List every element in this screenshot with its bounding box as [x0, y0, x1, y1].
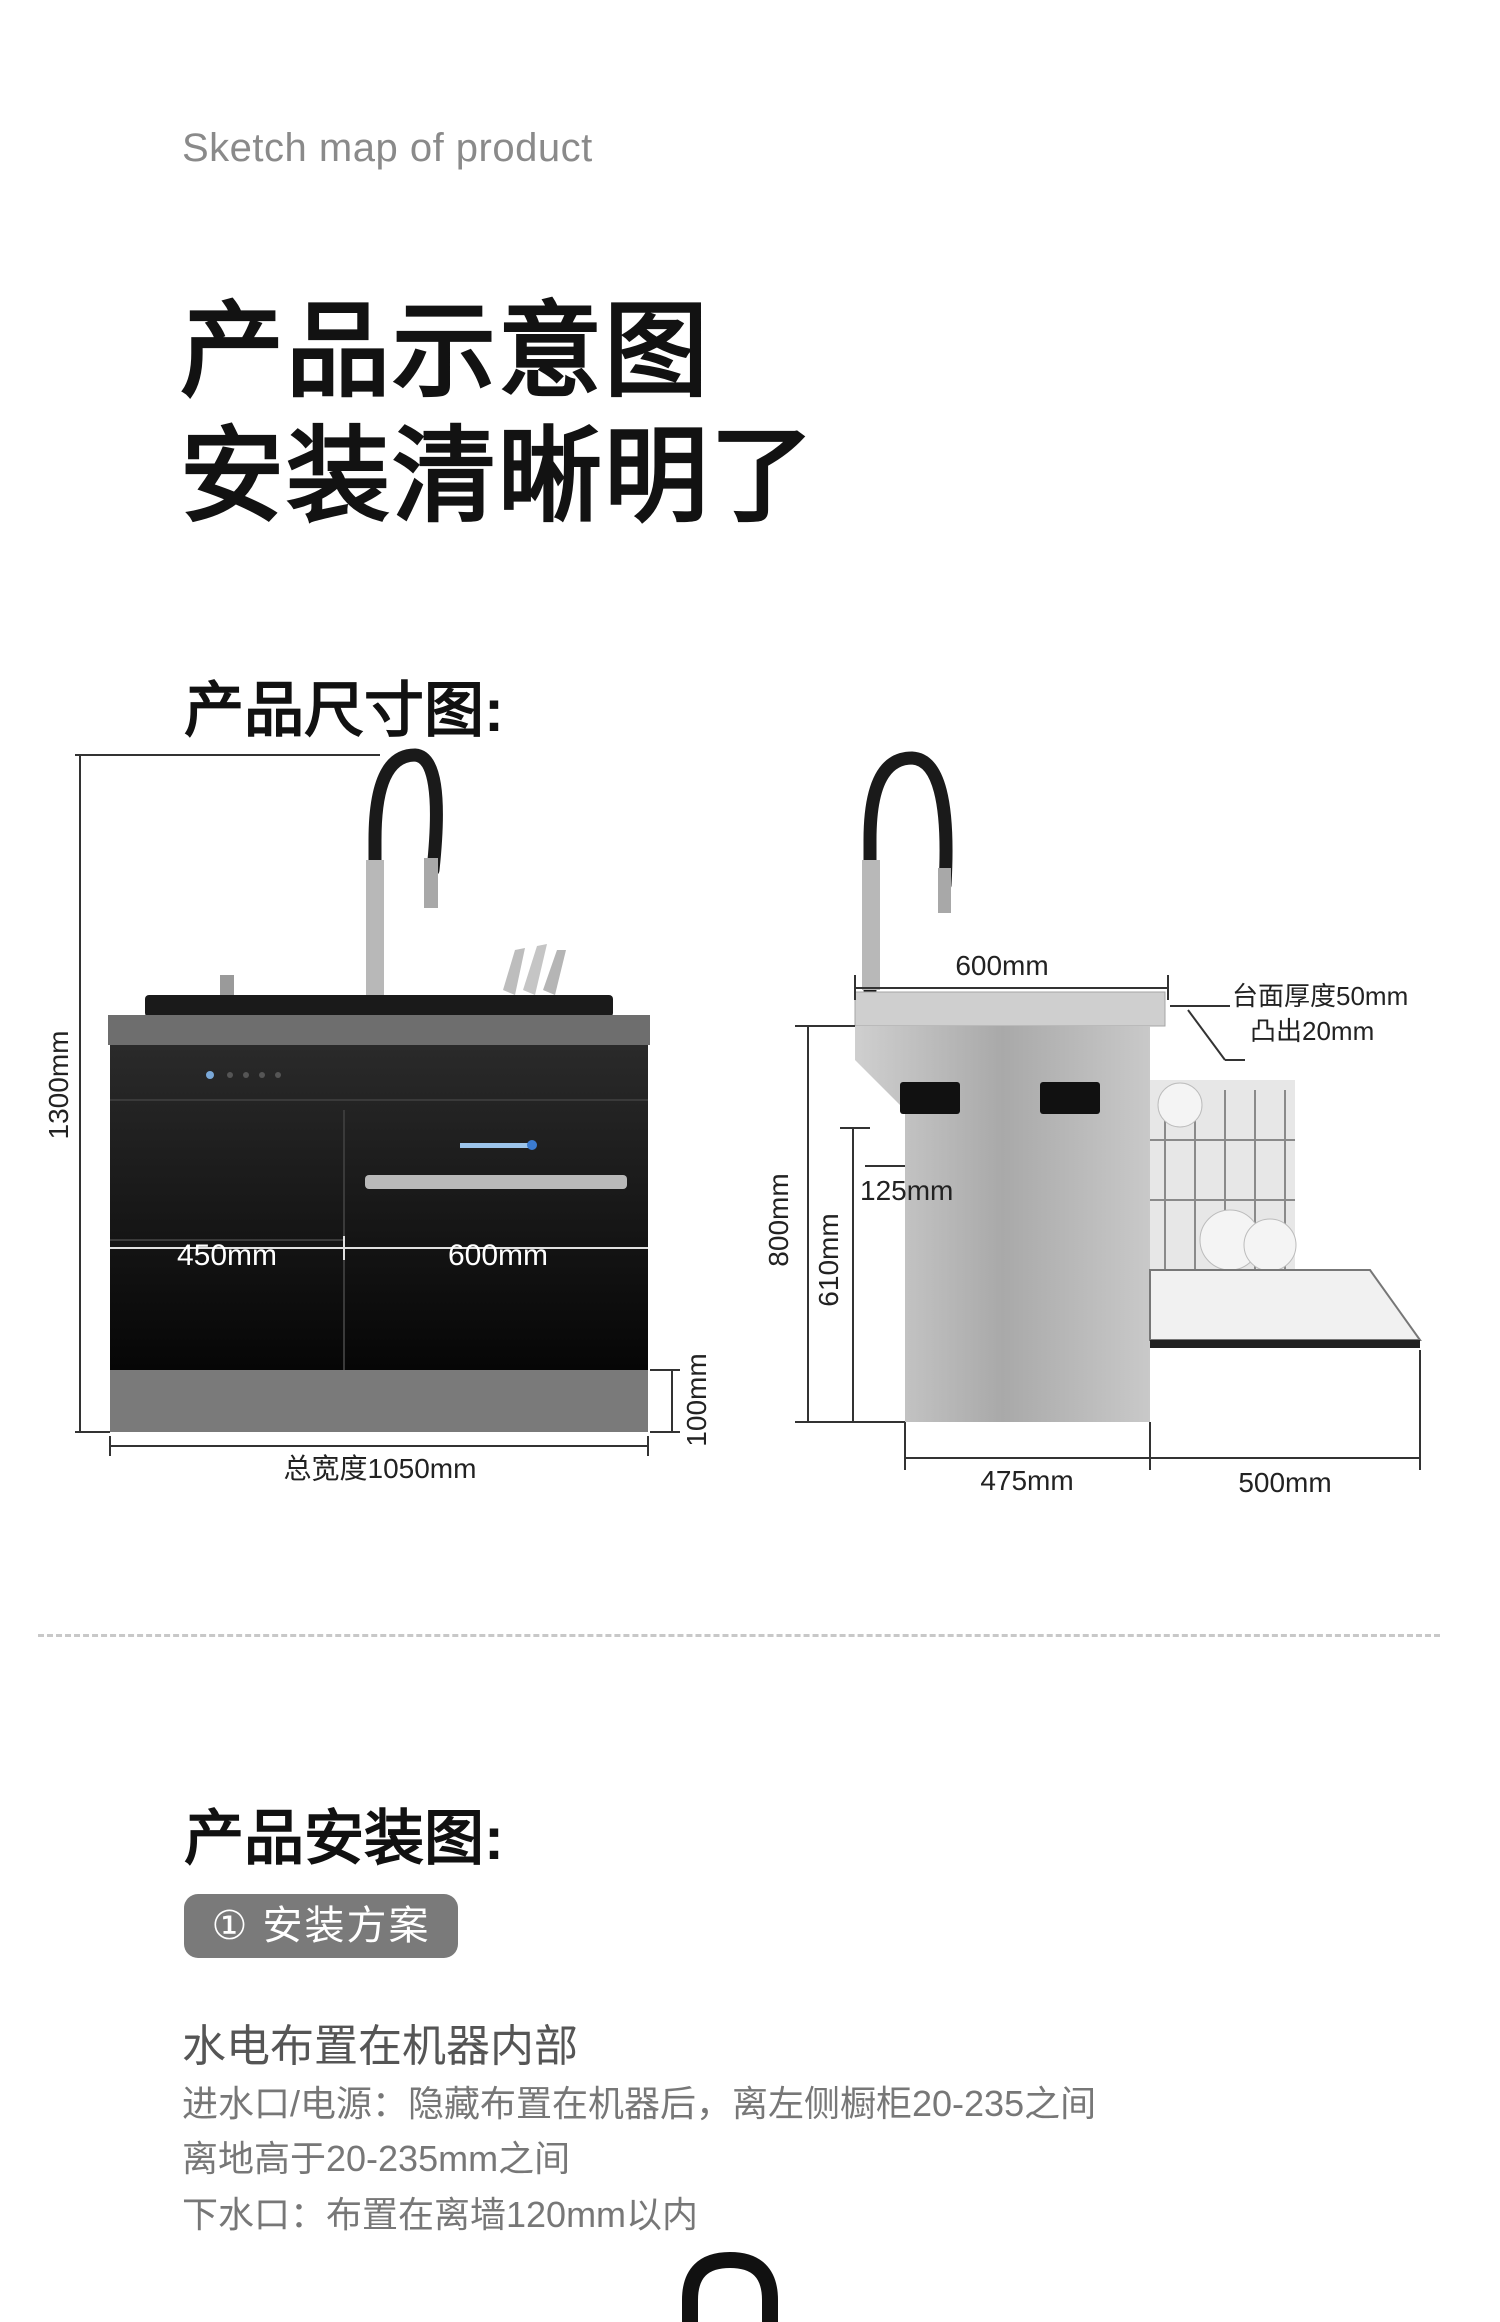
front-left-width-label: 450mm: [177, 1239, 277, 1272]
side-top-width-label: 600mm: [955, 950, 1048, 981]
headline-line-2: 安装清晰明了: [180, 419, 817, 535]
install-section-title: 产品安装图:: [184, 1805, 504, 1872]
side-dimension-lines: [795, 975, 1421, 1470]
side-outer-height-label: 800mm: [763, 1173, 794, 1266]
front-view-sink: [108, 748, 650, 1432]
side-view-sink: [854, 751, 1422, 1422]
install-heading: 水电布置在机器内部: [182, 2022, 578, 2071]
install-line-3: 下水口：布置在离墙120mm以内: [182, 2194, 699, 2235]
side-offset-label: 125mm: [860, 1175, 953, 1206]
side-inner-height-label: 610mm: [813, 1213, 844, 1306]
install-line-2: 离地高于20-235mm之间: [182, 2138, 571, 2179]
dimension-diagram: 1300mm 450mm 600mm 100mm 总宽度1050mm: [43, 748, 1422, 1498]
install-plan-badge: ① 安装方案: [184, 1894, 458, 1958]
front-total-width-label: 总宽度1050mm: [284, 1453, 477, 1484]
subtitle: Sketch map of product: [182, 126, 593, 170]
side-cabinet-depth-label: 475mm: [980, 1465, 1073, 1496]
front-base-height-label: 100mm: [681, 1353, 712, 1446]
install-line-1: 进水口/电源：隐藏布置在机器后，离左侧橱柜20-235之间: [182, 2083, 1097, 2124]
overhang-label: 凸出20mm: [1250, 1016, 1374, 1046]
side-door-depth-label: 500mm: [1238, 1467, 1331, 1498]
dimensions-section-title: 产品尺寸图:: [184, 677, 504, 744]
section-divider: [38, 1634, 1440, 1637]
front-right-width-label: 600mm: [448, 1239, 548, 1272]
headline-line-1: 产品示意图: [180, 294, 711, 410]
counter-thickness-label: 台面厚度50mm: [1232, 981, 1408, 1011]
front-height-label: 1300mm: [43, 1031, 74, 1140]
faucet-peek-icon: [682, 2251, 778, 2322]
front-dimension-lines: [75, 754, 680, 1456]
